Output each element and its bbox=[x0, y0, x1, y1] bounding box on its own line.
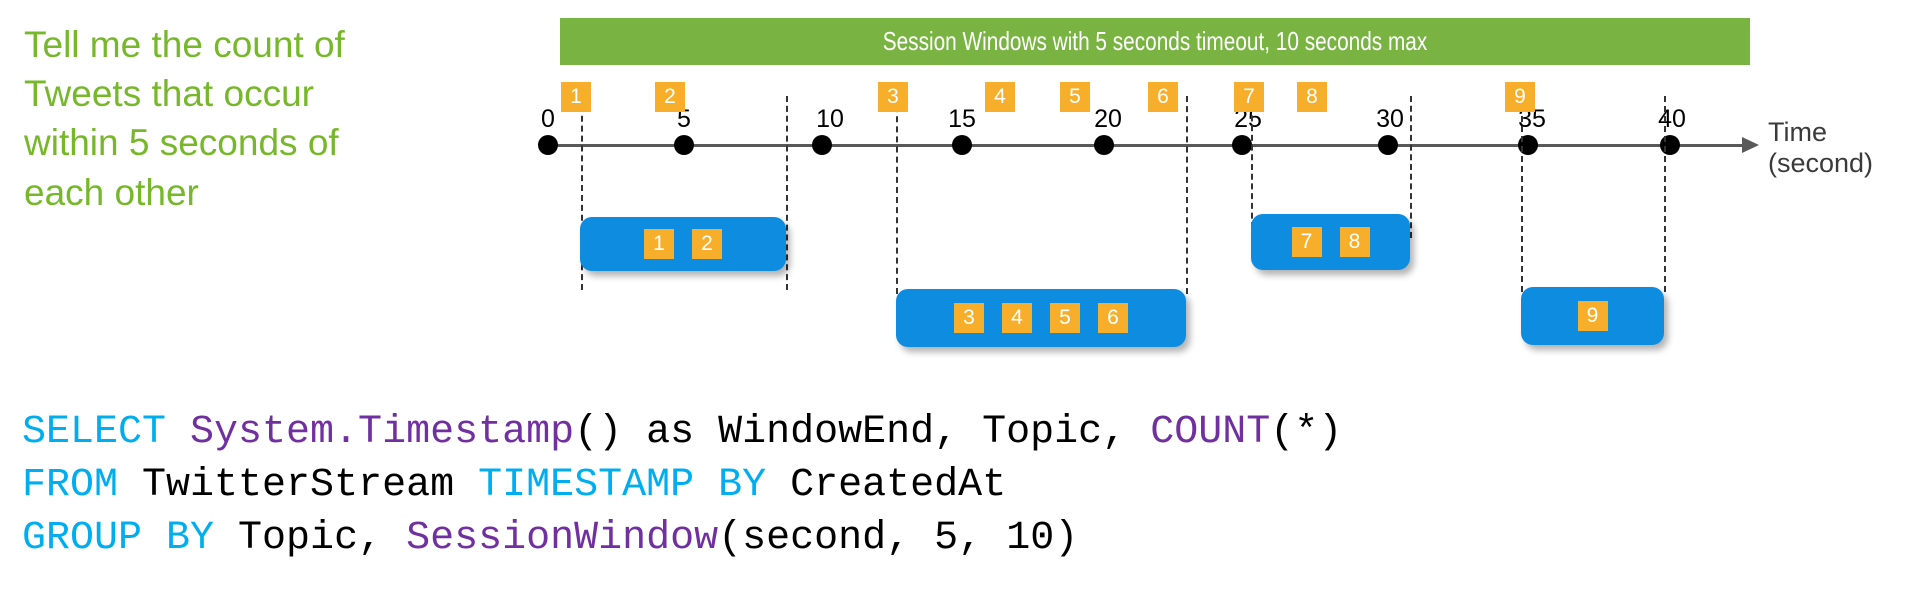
window-1-tweet-2: 2 bbox=[692, 229, 722, 259]
tweet-marker-5[interactable]: 5 bbox=[1060, 82, 1090, 112]
sql-column-topic: Topic, bbox=[238, 516, 407, 561]
window-boundary-2-end bbox=[1186, 96, 1188, 294]
sql-line-3: GROUP BY Topic, SessionWindow(second, 5,… bbox=[22, 516, 1078, 561]
session-window-box-3[interactable]: 7 8 bbox=[1251, 214, 1410, 270]
sql-query-block: SELECT System.Timestamp() as WindowEnd, … bbox=[22, 406, 1342, 565]
tick-label-15: 15 bbox=[948, 105, 976, 133]
tweet-marker-8[interactable]: 8 bbox=[1297, 82, 1327, 112]
window-boundary-4-end bbox=[1664, 96, 1666, 292]
session-window-diagram: Session Windows with 5 seconds timeout, … bbox=[538, 18, 1874, 347]
tick-label-0: 0 bbox=[541, 105, 555, 133]
time-axis-line bbox=[548, 144, 1748, 147]
tweet-marker-2[interactable]: 2 bbox=[655, 82, 685, 112]
window-boundary-1-start bbox=[581, 96, 583, 290]
window-1-tweet-1: 1 bbox=[644, 229, 674, 259]
session-window-box-2[interactable]: 3 4 5 6 bbox=[896, 289, 1186, 347]
tweet-marker-9[interactable]: 9 bbox=[1505, 82, 1535, 112]
tick-label-30: 30 bbox=[1376, 105, 1404, 133]
axis-dot-20 bbox=[1094, 135, 1114, 155]
tweet-marker-3[interactable]: 3 bbox=[878, 82, 908, 112]
tick-label-10: 10 bbox=[816, 105, 844, 133]
window-4-tweet-9: 9 bbox=[1577, 301, 1608, 331]
tick-label-5: 5 bbox=[677, 105, 691, 133]
axis-dot-15 bbox=[952, 135, 972, 155]
axis-dot-30 bbox=[1378, 135, 1398, 155]
window-boundary-3-end bbox=[1410, 96, 1412, 238]
tweet-marker-6[interactable]: 6 bbox=[1148, 82, 1178, 112]
sql-line-2: FROM TwitterStream TIMESTAMP BY CreatedA… bbox=[22, 463, 1006, 508]
sql-sessionwindow-args: (second, 5, 10) bbox=[718, 516, 1079, 561]
window-3-tweet-7: 7 bbox=[1291, 227, 1322, 257]
question-text: Tell me the count of Tweets that occur w… bbox=[24, 24, 345, 213]
sql-keyword-timestamp-by: TIMESTAMP BY bbox=[478, 463, 791, 508]
axis-dot-35 bbox=[1518, 135, 1538, 155]
sql-keyword-select: SELECT bbox=[22, 410, 191, 455]
window-boundary-1-end bbox=[786, 96, 788, 290]
axis-dot-10 bbox=[812, 135, 832, 155]
tweet-marker-7[interactable]: 7 bbox=[1234, 82, 1264, 112]
sql-function-sessionwindow: SessionWindow bbox=[406, 516, 719, 561]
axis-dot-40 bbox=[1660, 135, 1680, 155]
diagram-banner: Session Windows with 5 seconds timeout, … bbox=[560, 18, 1750, 65]
window-boundary-2-start bbox=[896, 96, 898, 294]
window-2-tweet-3: 3 bbox=[954, 303, 984, 333]
session-window-box-1[interactable]: 1 2 bbox=[580, 217, 786, 271]
axis-label-second: (second) bbox=[1768, 148, 1874, 178]
tick-label-20: 20 bbox=[1094, 105, 1122, 133]
tweet-marker-4[interactable]: 4 bbox=[985, 82, 1015, 112]
window-2-tweet-4: 4 bbox=[1002, 303, 1032, 333]
sql-line-1-text: () as WindowEnd, Topic, bbox=[574, 410, 1151, 455]
window-boundary-4-start bbox=[1521, 96, 1523, 292]
time-axis-arrow-icon bbox=[1742, 137, 1759, 153]
sql-keyword-group-by: GROUP BY bbox=[22, 516, 239, 561]
sql-keyword-from: FROM bbox=[22, 463, 143, 508]
sql-table-twitterstream: TwitterStream bbox=[142, 463, 479, 508]
axis-dot-0 bbox=[538, 135, 558, 155]
diagram-banner-title: Session Windows with 5 seconds timeout, … bbox=[882, 26, 1428, 56]
axis-label-time: Time bbox=[1768, 117, 1827, 147]
sql-function-count: COUNT bbox=[1150, 410, 1271, 455]
window-2-tweet-6: 6 bbox=[1098, 303, 1128, 333]
window-boundary-3-start bbox=[1251, 96, 1253, 238]
session-window-box-4[interactable]: 9 bbox=[1521, 287, 1664, 345]
axis-dot-25 bbox=[1232, 135, 1252, 155]
sql-count-args: (*) bbox=[1270, 410, 1343, 455]
sql-line-1: SELECT System.Timestamp() as WindowEnd, … bbox=[22, 410, 1342, 455]
tweet-marker-1[interactable]: 1 bbox=[561, 82, 591, 112]
sql-function-system-timestamp: System.Timestamp bbox=[190, 410, 575, 455]
window-2-tweet-5: 5 bbox=[1050, 303, 1080, 333]
sql-column-createdat: CreatedAt bbox=[790, 463, 1007, 508]
window-3-tweet-8: 8 bbox=[1339, 227, 1370, 257]
axis-dot-5 bbox=[674, 135, 694, 155]
tick-label-40: 40 bbox=[1658, 105, 1686, 133]
